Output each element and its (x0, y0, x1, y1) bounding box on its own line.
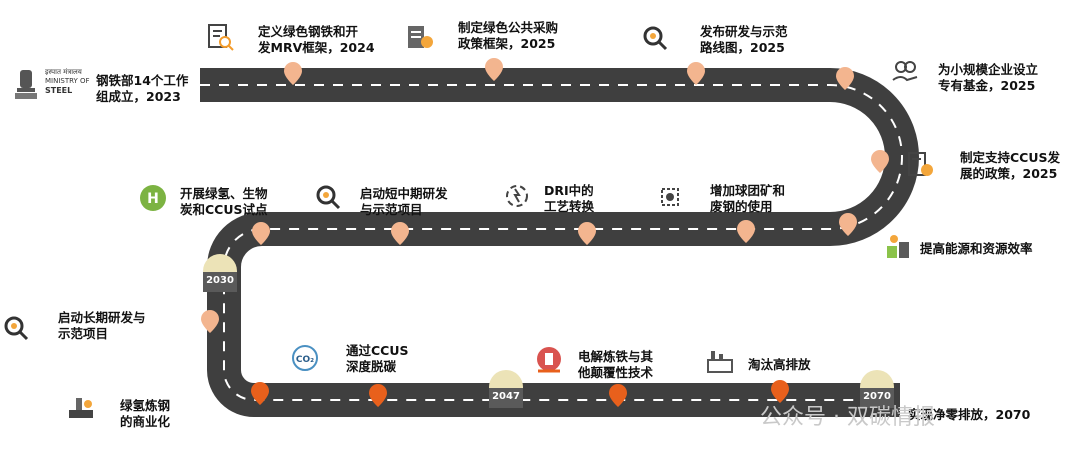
pin-13 (369, 384, 387, 407)
milestone-label-10: 启动短中期研发与示范项目 (360, 186, 448, 217)
svg-text:CO₂: CO₂ (296, 355, 314, 365)
document-search-icon (208, 24, 234, 51)
electrolysis-icon (537, 347, 561, 373)
year-marker-2047: 2047 (489, 370, 523, 408)
policy-document-icon (408, 26, 433, 48)
green-hydrogen-steel-icon (69, 398, 93, 418)
year-marker-2070: 2070 (860, 370, 894, 408)
milestone-label-17: 实现净零排放，2070 (908, 407, 1031, 422)
pin-11 (201, 310, 219, 333)
year-label-2070: 2070 (863, 391, 891, 402)
pin-1 (284, 62, 302, 85)
pin-9 (391, 222, 409, 245)
logo-text: इस्पात मंत्रालय MINISTRY OF STEEL (45, 68, 90, 95)
process-switch-icon (506, 185, 528, 207)
short-term-rnd-icon (316, 185, 341, 210)
long-term-rnd-icon (4, 316, 29, 341)
logo-line-3: STEEL (45, 86, 73, 95)
pin-4 (836, 67, 854, 90)
pin-3 (687, 62, 705, 85)
milestone-label-2: 定义绿色钢铁和开发MRV框架，2024 (258, 24, 375, 55)
factory-phase-out-icon (707, 351, 733, 373)
pin-8 (578, 222, 596, 245)
ministry-of-steel-logo: इस्पात मंत्रालय MINISTRY OF STEEL (13, 68, 91, 104)
milestone-label-5: 为小规模企业设立专有基金，2025 (938, 62, 1039, 93)
pin-15 (771, 380, 789, 403)
emblem-icon (15, 70, 37, 99)
pin-7 (737, 220, 755, 243)
hydrogen-icon: H (140, 185, 166, 211)
pin-2 (485, 58, 503, 81)
pin-10 (252, 222, 270, 245)
pellet-scrap-icon (661, 188, 679, 206)
milestone-label-7: 提高能源和资源效率 (920, 241, 1033, 256)
year-marker-2030: 2030 (203, 254, 237, 292)
milestone-label-1: 钢铁部14个工作组成立，2023 (96, 73, 189, 104)
pin-14 (609, 384, 627, 407)
pin-12 (251, 382, 269, 405)
fund-coins-icon (892, 61, 918, 82)
energy-efficiency-icon (887, 235, 909, 258)
milestone-label-13: 绿氢炼钢的商业化 (120, 398, 171, 429)
milestone-label-3: 制定绿色公共采购政策框架，2025 (458, 20, 559, 51)
milestone-label-4: 发布研发与示范路线图，2025 (700, 24, 788, 55)
milestone-label-11: 开展绿氢、生物炭和CCUS试点 (180, 186, 268, 217)
milestone-label-16: 淘汰高排放 (748, 357, 811, 372)
co2-capture-icon: CO₂ (292, 345, 318, 371)
road-dashes (200, 84, 903, 401)
milestone-label-9: DRI中的工艺转换 (544, 183, 595, 214)
milestone-label-8: 增加球团矿和废钢的使用 (710, 183, 786, 214)
ccus-policy-icon (908, 152, 933, 176)
watermark: 公众号 · 双碳情报 (760, 405, 935, 430)
svg-text:H: H (147, 191, 159, 207)
pin-5 (871, 150, 889, 173)
logo-line-1: इस्पात मंत्रालय (45, 68, 82, 76)
milestone-label-6: 制定支持CCUS发展的政策，2025 (960, 150, 1061, 181)
year-label-2030: 2030 (206, 275, 234, 286)
milestone-label-12: 启动长期研发与示范项目 (58, 310, 146, 341)
pin-6 (839, 213, 857, 236)
year-label-2047: 2047 (492, 391, 520, 402)
logo-line-2: MINISTRY OF (45, 77, 90, 85)
research-gear-icon (643, 26, 668, 51)
milestone-label-15: 电解炼铁与其他颠覆性技术 (578, 349, 654, 380)
